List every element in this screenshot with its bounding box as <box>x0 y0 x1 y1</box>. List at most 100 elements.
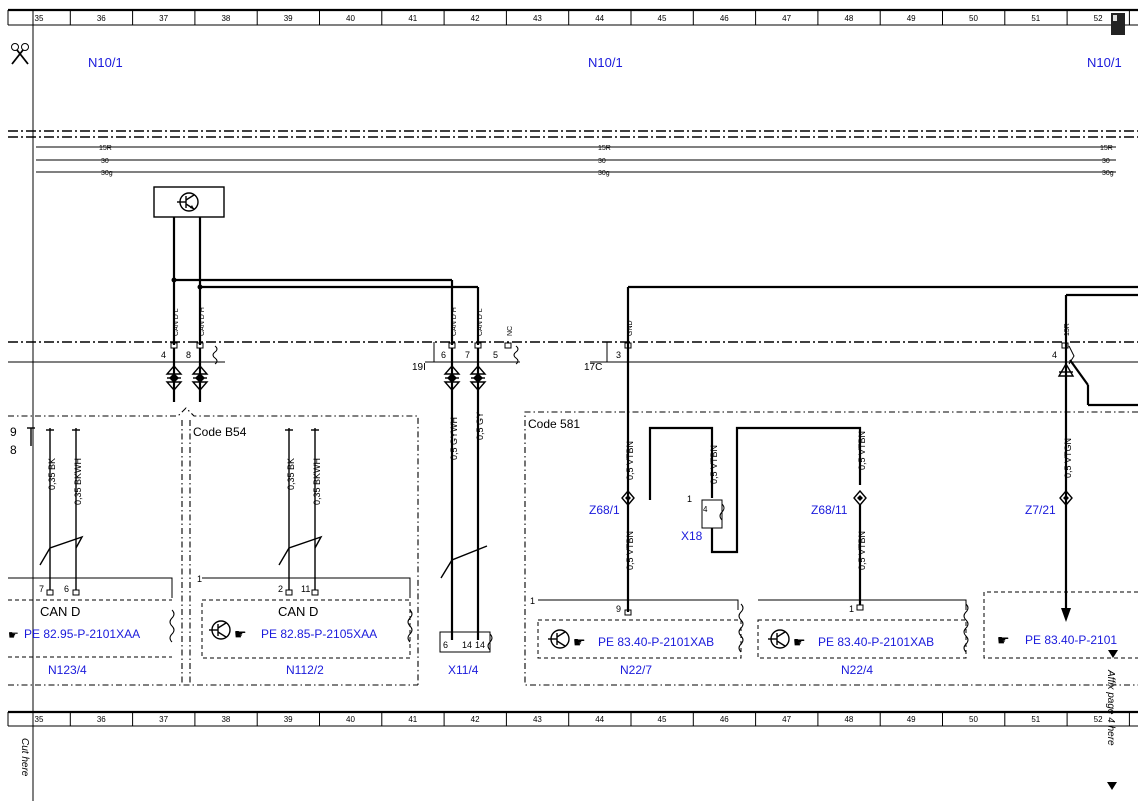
connector-band <box>8 341 1138 363</box>
ref-n123[interactable]: PE 82.95-P-2101XAA <box>24 627 140 641</box>
terminations <box>212 345 1075 365</box>
svg-text:15R: 15R <box>99 145 112 152</box>
ref-right[interactable]: PE 83.40-P-2101 <box>1025 633 1117 647</box>
ruler-number: 49 <box>907 14 916 23</box>
svg-text:30g: 30g <box>598 170 610 177</box>
ruler-number: 40 <box>346 715 355 724</box>
ruler-number: 48 <box>844 14 853 23</box>
module-n227: 1 9 ☛ PE 83.40-P-2101XAB N22/7 <box>530 596 744 677</box>
ruler-number: 47 <box>782 14 791 23</box>
svg-text:0,5 VTGN: 0,5 VTGN <box>1063 438 1073 478</box>
svg-text:0,35 BK: 0,35 BK <box>47 458 57 490</box>
ruler-number: 48 <box>844 715 853 724</box>
ruler-number: 46 <box>720 715 729 724</box>
transistor-icon <box>177 192 199 212</box>
svg-text:3: 3 <box>616 350 621 360</box>
label-x11: X11/4 <box>448 663 479 677</box>
svg-text:9: 9 <box>10 425 17 439</box>
x18-wires: 1 4 X18 <box>648 426 862 554</box>
node-label-left: N10/1 <box>88 55 123 70</box>
ruler-number: 44 <box>595 14 604 23</box>
band-wires <box>172 285 1138 640</box>
svg-text:30g: 30g <box>101 170 113 177</box>
can-source-box <box>153 186 225 218</box>
svg-text:CAN D L: CAN D L <box>477 308 484 336</box>
svg-text:0,5 VTBN: 0,5 VTBN <box>857 531 867 570</box>
svg-text:CAN D L: CAN D L <box>173 308 180 336</box>
svg-text:19I: 19I <box>412 362 426 373</box>
svg-text:0,5 GY: 0,5 GY <box>475 412 485 440</box>
label-n224: N22/4 <box>841 663 873 677</box>
ref-n112[interactable]: PE 82.85-P-2105XAA <box>261 627 377 641</box>
ruler-number: 35 <box>35 14 44 23</box>
svg-text:15R: 15R <box>1064 323 1071 336</box>
module-n112: 1 2 11 CAN D ☛ PE 82.85-P-2105XAA N112/2 <box>197 574 413 677</box>
ruler-number: 41 <box>408 715 417 724</box>
svg-text:CAN D H: CAN D H <box>199 307 206 336</box>
splice-markers <box>165 362 1075 392</box>
ruler-number: 42 <box>471 715 480 724</box>
ref-n227[interactable]: PE 83.40-P-2101XAB <box>598 635 714 649</box>
connector-x11: 6 14 14 X11/4 <box>439 631 493 677</box>
svg-text:30g: 30g <box>1102 170 1114 177</box>
hand-pointer-icon: ☛ <box>997 632 1010 648</box>
ruler-number: 45 <box>658 14 667 23</box>
svg-text:1: 1 <box>687 494 692 504</box>
ruler-number: 51 <box>1031 14 1040 23</box>
svg-text:1: 1 <box>530 596 535 606</box>
svg-text:7: 7 <box>465 350 470 360</box>
label-x18: X18 <box>681 529 703 543</box>
label-n123: N123/4 <box>48 663 87 677</box>
svg-text:1: 1 <box>197 574 202 584</box>
node-label-middle: N10/1 <box>588 55 623 70</box>
module-n123: 7 6 CAN D ☛ PE 82.95-P-2101XAA N123/4 <box>8 577 175 677</box>
ruler-number: 43 <box>533 715 542 724</box>
svg-text:6: 6 <box>443 640 448 650</box>
svg-text:6: 6 <box>64 584 69 594</box>
svg-text:CAN D: CAN D <box>40 604 80 619</box>
transistor-icon <box>209 620 231 640</box>
ruler-number: 36 <box>97 715 106 724</box>
label-z68-11: Z68/11 <box>811 503 848 517</box>
svg-text:7: 7 <box>39 584 44 594</box>
svg-text:6: 6 <box>441 350 446 360</box>
svg-text:GND: GND <box>627 320 634 336</box>
svg-text:14: 14 <box>475 640 485 650</box>
n123-wires: 0,35 BK 0,35 BKWH <box>39 428 84 590</box>
ref-n224[interactable]: PE 83.40-P-2101XAB <box>818 635 934 649</box>
ruler-number: 35 <box>35 715 44 724</box>
svg-text:8: 8 <box>10 443 17 457</box>
svg-text:17C: 17C <box>584 362 602 373</box>
svg-text:4: 4 <box>1052 350 1057 360</box>
label-z7-21: Z7/21 <box>1025 503 1056 517</box>
signal-labels: CAN D L CAN D H CAN D H CAN D L NC GND 1… <box>173 307 1071 336</box>
svg-text:2: 2 <box>278 584 283 594</box>
left-region-border <box>8 407 419 686</box>
hand-pointer-icon: ☛ <box>234 626 247 642</box>
ruler-number: 38 <box>221 14 230 23</box>
label-n227: N22/7 <box>620 663 652 677</box>
ruler-number: 47 <box>782 715 791 724</box>
n112-wires: 0,35 BK 0,35 BKWH <box>278 428 323 590</box>
right-wire-labels: 0,5 VTBN 0,5 VTBN 0,5 VTBN 0,5 VTGN 0,5 … <box>625 431 1073 570</box>
svg-text:NC: NC <box>507 326 514 336</box>
svg-text:CAN D H: CAN D H <box>451 307 458 336</box>
ruler-number: 52 <box>1094 715 1103 724</box>
ruler-number: 41 <box>408 14 417 23</box>
svg-text:14: 14 <box>462 640 472 650</box>
hand-pointer-icon: ☛ <box>573 634 586 650</box>
ruler-number: 39 <box>284 715 293 724</box>
band-contacts <box>170 342 1069 349</box>
ruler-number: 45 <box>658 715 667 724</box>
ruler-number: 42 <box>471 14 480 23</box>
transistor-icon <box>768 629 790 649</box>
ruler-number: 50 <box>969 715 978 724</box>
ruler-number: 37 <box>159 715 168 724</box>
svg-text:9: 9 <box>616 604 621 614</box>
ruler-number: 52 <box>1094 14 1103 23</box>
label-n112: N112/2 <box>286 663 324 677</box>
svg-text:30: 30 <box>598 158 606 165</box>
code-581: Code 581 <box>528 417 580 431</box>
